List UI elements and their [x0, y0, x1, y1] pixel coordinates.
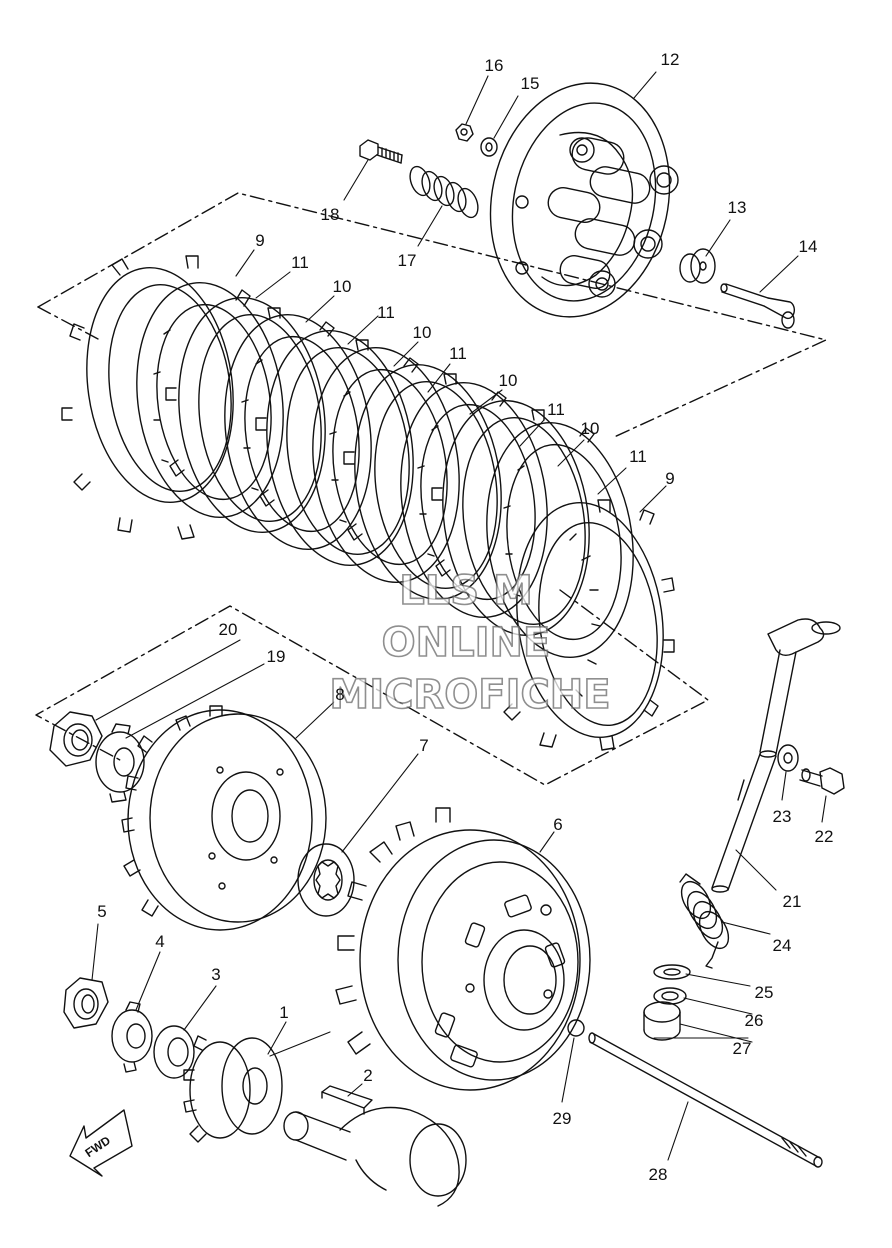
watermark-line-3: MICROFICHE	[329, 672, 610, 718]
spring-17	[406, 164, 481, 220]
callout-3: 3	[211, 965, 220, 984]
friction-plate-10-a	[164, 288, 339, 542]
callout-29: 29	[553, 1109, 572, 1128]
callout-11-a: 11	[291, 253, 309, 272]
plate-11-c	[298, 338, 473, 592]
washer-3	[154, 1026, 194, 1078]
callout-23: 23	[773, 807, 792, 826]
callout-24: 24	[773, 936, 792, 955]
watermark: LLS M ONLINE MICROFICHE	[329, 567, 612, 719]
push-lever-shaft-21	[712, 619, 840, 892]
washer-25	[654, 965, 690, 979]
friction-plate-10-b	[252, 321, 427, 575]
callout-11-e: 11	[629, 447, 647, 466]
callout-4: 4	[155, 932, 164, 951]
callout-27: 27	[733, 1039, 752, 1058]
friction-plate-10-d	[428, 391, 603, 645]
callout-8: 8	[335, 685, 344, 704]
callout-25: 25	[755, 983, 774, 1002]
callout-5: 5	[97, 902, 106, 921]
watermark-line-2: ONLINE	[382, 620, 551, 666]
callout-20: 20	[219, 620, 238, 639]
callout-19: 19	[267, 647, 286, 666]
bearing-27	[644, 1002, 680, 1040]
key-2	[322, 1086, 372, 1114]
oil-seal-26	[654, 988, 686, 1004]
callout-10-c: 10	[499, 371, 518, 390]
callout-10-b: 10	[413, 323, 432, 342]
primary-drive-gear-1	[184, 1036, 282, 1142]
plate-11-b	[210, 305, 385, 559]
callout-1: 1	[279, 1003, 288, 1022]
plate-11-e	[472, 413, 647, 667]
lock-washer-19	[96, 724, 144, 802]
callout-16: 16	[485, 56, 504, 75]
callout-21: 21	[783, 892, 802, 911]
nut-5	[64, 978, 108, 1028]
callout-26: 26	[745, 1011, 764, 1030]
callout-13: 13	[728, 198, 747, 217]
bolt-22	[800, 768, 844, 794]
callout-15: 15	[521, 74, 540, 93]
callout-9-front: 9	[665, 469, 674, 488]
washer-23	[778, 745, 798, 771]
callout-10-d: 10	[581, 419, 600, 438]
callout-11-c: 11	[449, 344, 467, 363]
callout-10-a: 10	[333, 277, 352, 296]
callout-6: 6	[553, 815, 562, 834]
lock-washer-4	[112, 1002, 152, 1072]
nut-20	[50, 712, 102, 766]
ball-29	[568, 1020, 584, 1036]
watermark-line-1: LLS M	[399, 568, 533, 614]
callout-22: 22	[815, 827, 834, 846]
plate-11-a	[122, 273, 297, 527]
callout-7: 7	[419, 736, 428, 755]
fwd-arrow-icon	[70, 1110, 132, 1176]
crankshaft	[284, 1108, 466, 1207]
nut-16	[456, 124, 473, 141]
friction-plate-9-rear	[62, 256, 250, 539]
thrust-washer-7	[298, 844, 354, 916]
friction-plate-9-front	[502, 493, 677, 750]
spring-24	[676, 874, 735, 968]
callout-11-d: 11	[547, 400, 565, 419]
callout-9-rear: 9	[255, 231, 264, 250]
callout-14: 14	[799, 237, 818, 256]
callout-18: 18	[321, 205, 340, 224]
bolt-18	[360, 140, 402, 163]
pressure-plate	[469, 66, 690, 333]
washer-15	[481, 138, 497, 156]
pushrod-14	[721, 284, 794, 328]
callout-12: 12	[661, 50, 680, 69]
push-rod-28	[589, 1033, 822, 1167]
leader-lines	[91, 71, 827, 1161]
callout-numbers: 16 15 12 18 17 13 14 9 11 10 11 10 11 10…	[97, 50, 833, 1184]
callout-2: 2	[363, 1066, 372, 1085]
callout-17: 17	[398, 251, 417, 270]
callout-11-b: 11	[377, 303, 395, 322]
pushrod-cap-13	[680, 249, 715, 283]
clutch-boss-6	[336, 808, 590, 1090]
primary-driven-gear-8	[122, 706, 326, 930]
callout-28: 28	[649, 1165, 668, 1184]
